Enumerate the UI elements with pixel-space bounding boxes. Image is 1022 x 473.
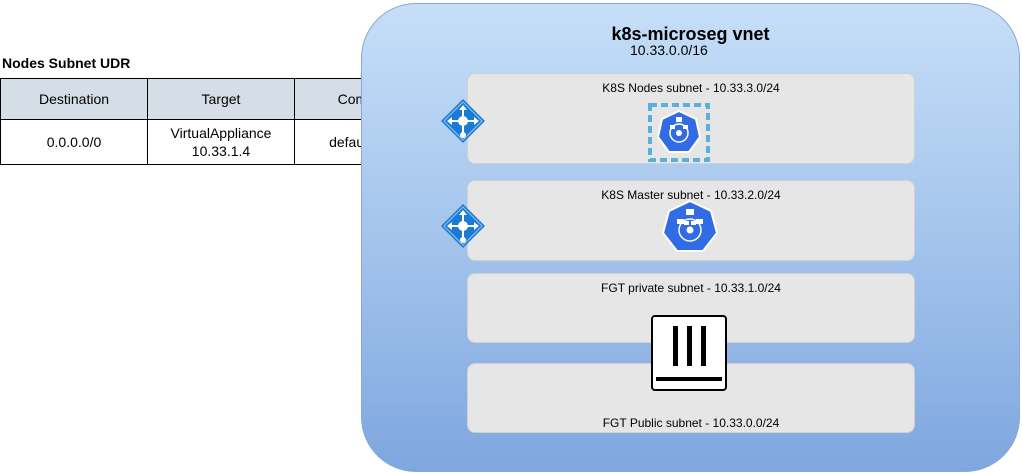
subnet-label-fgt-private: FGT private subnet - 10.33.1.0/24 [601,281,781,295]
route-table-icon [441,99,485,143]
udr-cell-destination: 0.0.0.0/0 [0,119,148,165]
udr-title: Nodes Subnet UDR [2,55,131,71]
kubernetes-master-icon [661,200,719,252]
subnet-label-k8s-master: K8S Master subnet - 10.33.2.0/24 [601,188,781,202]
vnet-cidr: 10.33.0.0/16 [630,42,708,58]
fortigate-firewall-icon [651,315,727,391]
udr-target-line1: VirtualAppliance [170,125,272,141]
kubernetes-nodes-icon [648,103,710,162]
fortigate-bars-icon [656,326,722,381]
subnet-label-fgt-public: FGT Public subnet - 10.33.0.0/24 [602,416,780,430]
udr-header-destination: Destination [0,78,148,120]
route-table-icon [441,204,485,248]
udr-target-line2: 10.33.1.4 [191,143,251,159]
subnet-label-k8s-nodes: K8S Nodes subnet - 10.33.3.0/24 [602,81,780,95]
vnet-title: k8s-microseg vnet [611,24,770,44]
udr-cell-target: VirtualAppliance 10.33.1.4 [147,119,295,165]
udr-header-target: Target [147,78,295,120]
